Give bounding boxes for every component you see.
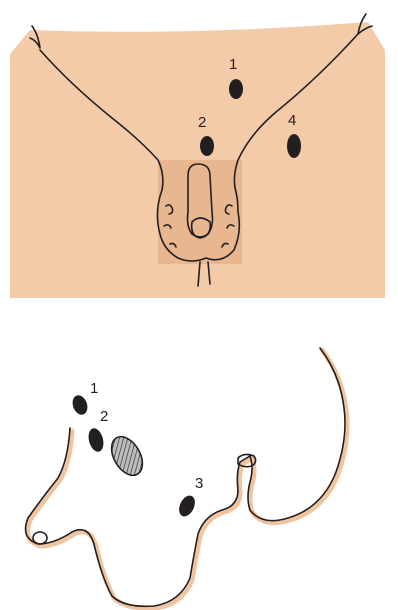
marker-dot [86, 427, 106, 454]
pelvis-sagittal-view: 1 2 3 [26, 348, 347, 608]
meatus [33, 532, 47, 544]
genital-region-highlight [158, 160, 242, 264]
sagittal-skin-shadow [28, 350, 347, 608]
marker-label: 3 [195, 475, 203, 492]
marker-dot [229, 79, 243, 99]
marker-dot [176, 493, 198, 519]
marker-label: 4 [288, 112, 296, 129]
hatched-structure [105, 431, 149, 480]
marker-label: 2 [198, 114, 206, 131]
pelvis-front-view: 1 2 4 [10, 14, 385, 298]
sagittal-outline [26, 348, 345, 606]
marker-label: 1 [229, 56, 237, 73]
marker-dot [287, 134, 301, 158]
marker-label: 1 [90, 380, 98, 397]
marker-label: 2 [100, 408, 108, 425]
marker-dot [70, 393, 90, 417]
marker-dot [200, 136, 214, 156]
